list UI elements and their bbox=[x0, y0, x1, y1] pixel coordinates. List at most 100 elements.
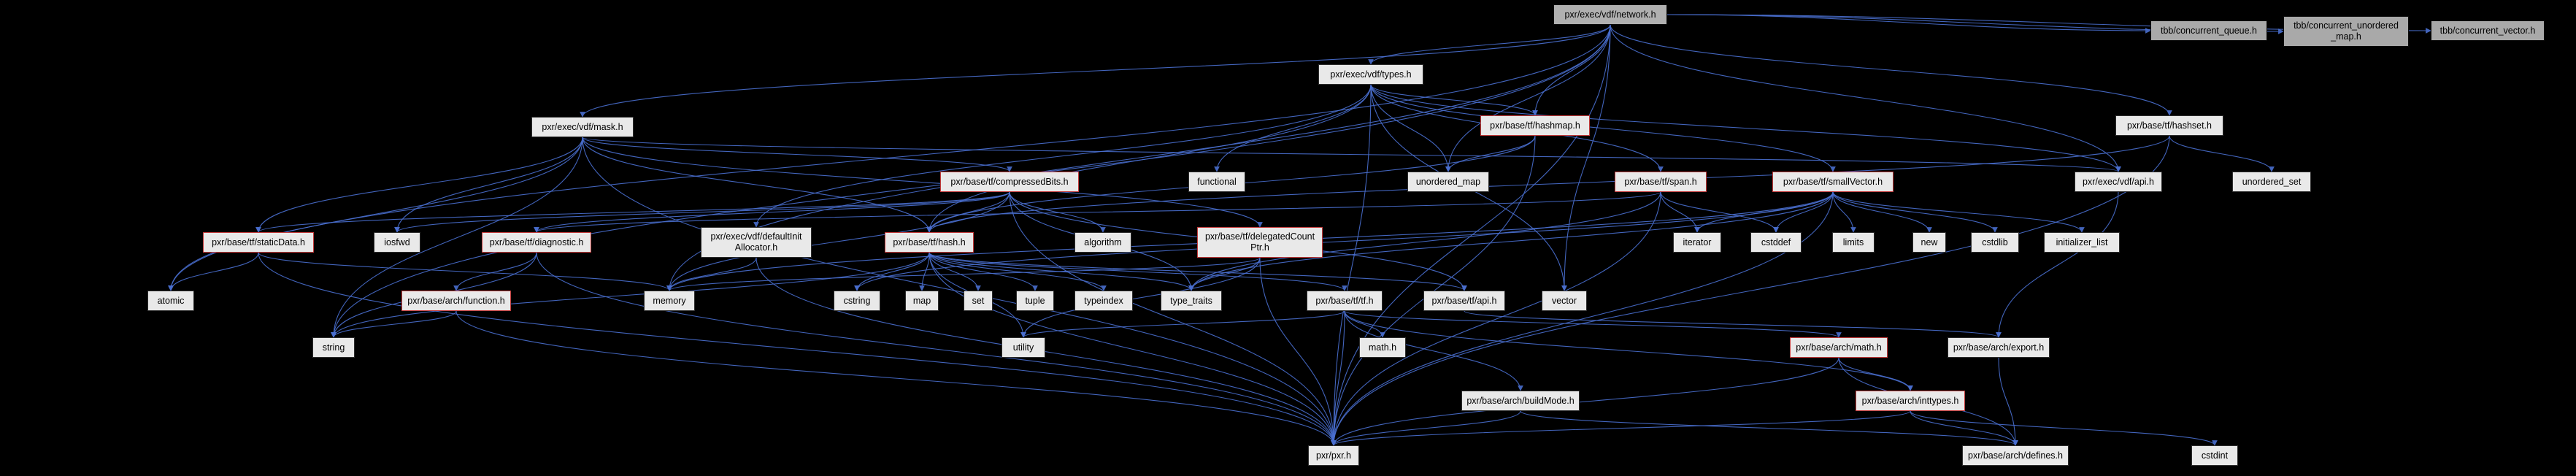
include-edge-vdf_api-arch_export bbox=[1996, 191, 2119, 338]
include-edge-types-smallVector bbox=[1370, 84, 1836, 172]
include-edge-hashmap-unordered_map bbox=[1445, 135, 1536, 172]
include-edge-diagnostic-pxr_h bbox=[536, 252, 1337, 446]
node-hashmap[interactable]: pxr/base/tf/hashmap.h bbox=[1480, 115, 1590, 136]
node-mask[interactable]: pxr/exec/vdf/mask.h bbox=[531, 117, 634, 137]
include-edge-diagnostic-arch_function bbox=[453, 252, 537, 291]
include-edge-hashset-hash bbox=[926, 135, 2170, 233]
include-edge-inttypes-arch_defines bbox=[1910, 410, 2018, 446]
node-vector[interactable]: vector bbox=[1542, 291, 1587, 311]
node-init_list[interactable]: initializer_list bbox=[2044, 232, 2120, 253]
node-limits[interactable]: limits bbox=[1832, 232, 1875, 253]
include-edge-types-hashmap bbox=[1370, 84, 1538, 116]
node-cstddef[interactable]: cstddef bbox=[1750, 232, 1802, 253]
include-edge-mask-vdf_api bbox=[582, 137, 2121, 172]
include-edge-delegated-type_traits bbox=[1188, 257, 1261, 291]
node-tf_tf[interactable]: pxr/base/tf/tf.h bbox=[1307, 291, 1383, 311]
include-edge-network-vdf_api bbox=[1610, 24, 2121, 172]
include-edge-hash-tf_api bbox=[928, 252, 1467, 291]
node-tbb_queue[interactable]: tbb/concurrent_queue.h bbox=[2150, 20, 2267, 41]
include-edge-compressedBits-iosfwd bbox=[394, 191, 1010, 233]
include-edge-network-types bbox=[1368, 24, 1611, 65]
include-edge-span-iterator bbox=[1660, 191, 1700, 233]
node-types[interactable]: pxr/exec/vdf/types.h bbox=[1318, 64, 1423, 85]
include-edge-delegated-memory bbox=[666, 257, 1261, 291]
node-span[interactable]: pxr/base/tf/span.h bbox=[1615, 172, 1707, 192]
include-edge-network-pxr_h bbox=[1331, 24, 1611, 446]
include-edge-delegated-pxr_h bbox=[1259, 257, 1337, 446]
include-edge-defaultInit-memory bbox=[666, 257, 757, 291]
node-buildMode[interactable]: pxr/base/arch/buildMode.h bbox=[1461, 391, 1580, 411]
node-atomic[interactable]: atomic bbox=[147, 291, 194, 311]
node-math_h[interactable]: math.h bbox=[1359, 337, 1406, 358]
node-string[interactable]: string bbox=[312, 337, 355, 358]
include-edge-types-unordered_map bbox=[1370, 84, 1451, 172]
node-map[interactable]: map bbox=[905, 291, 939, 311]
include-edge-smallVector-cstdlib bbox=[1832, 191, 1998, 233]
node-new_[interactable]: new bbox=[1912, 232, 1946, 253]
node-typeindex[interactable]: typeindex bbox=[1074, 291, 1133, 311]
node-tf_api[interactable]: pxr/base/tf/api.h bbox=[1423, 291, 1505, 311]
node-tbb_umap[interactable]: tbb/concurrent_unordered _map.h bbox=[2283, 16, 2409, 47]
include-edge-smallVector-new_ bbox=[1832, 191, 1932, 233]
node-staticData[interactable]: pxr/base/tf/staticData.h bbox=[203, 232, 314, 253]
node-iterator[interactable]: iterator bbox=[1673, 232, 1721, 253]
include-edge-span-cstddef bbox=[1660, 191, 1779, 233]
include-edge-tf_tf-utility bbox=[1020, 310, 1345, 338]
include-edge-network-tbb_queue bbox=[1666, 14, 2151, 34]
node-unordered_set[interactable]: unordered_set bbox=[2232, 172, 2311, 192]
include-edge-types-defaultInit bbox=[753, 84, 1372, 228]
node-arch_export[interactable]: pxr/base/arch/export.h bbox=[1948, 337, 2050, 358]
include-edge-compressedBits-hash bbox=[926, 191, 1010, 233]
include-edge-tf_tf-arch_math bbox=[1344, 310, 1842, 338]
node-pxr_h[interactable]: pxr/pxr.h bbox=[1308, 445, 1359, 466]
node-unordered_map[interactable]: unordered_map bbox=[1407, 172, 1489, 192]
include-edge-hash-type_traits bbox=[928, 252, 1194, 291]
node-iosfwd[interactable]: iosfwd bbox=[374, 232, 420, 253]
node-cstdint[interactable]: cstdint bbox=[2191, 445, 2238, 466]
include-edge-staticData-pxr_h bbox=[258, 252, 1337, 446]
node-memory[interactable]: memory bbox=[644, 291, 695, 311]
include-edge-arch_export-arch_defines bbox=[1998, 357, 2018, 446]
include-edge-staticData-memory bbox=[258, 252, 672, 291]
include-edge-hash-pxr_h bbox=[928, 252, 1337, 446]
node-network[interactable]: pxr/exec/vdf/network.h bbox=[1553, 4, 1667, 25]
include-edge-mask-atomic bbox=[168, 137, 583, 291]
include-edge-mask-staticData bbox=[255, 137, 583, 233]
node-inttypes[interactable]: pxr/base/arch/inttypes.h bbox=[1856, 391, 1965, 411]
include-edge-hash-set bbox=[928, 252, 981, 291]
include-edge-network-mask bbox=[580, 24, 1611, 118]
node-vdf_api[interactable]: pxr/exec/vdf/api.h bbox=[2075, 172, 2162, 192]
include-edge-network-vector bbox=[1561, 24, 1611, 291]
node-tuple[interactable]: tuple bbox=[1016, 291, 1054, 311]
node-arch_function[interactable]: pxr/base/arch/function.h bbox=[401, 291, 511, 311]
node-tbb_vector[interactable]: tbb/concurrent_vector.h bbox=[2431, 20, 2545, 41]
node-set[interactable]: set bbox=[964, 291, 993, 311]
include-edge-arch_function-pxr_h bbox=[455, 310, 1337, 446]
include-edge-staticData-atomic bbox=[168, 252, 259, 291]
node-type_traits[interactable]: type_traits bbox=[1161, 291, 1222, 311]
include-edge-span-diagnostic bbox=[534, 191, 1661, 233]
node-functional[interactable]: functional bbox=[1188, 172, 1245, 192]
node-arch_math[interactable]: pxr/base/arch/math.h bbox=[1790, 337, 1888, 358]
node-utility[interactable]: utility bbox=[1001, 337, 1045, 358]
node-smallVector[interactable]: pxr/base/tf/smallVector.h bbox=[1772, 172, 1893, 192]
node-defaultInit[interactable]: pxr/exec/vdf/defaultInit Allocator.h bbox=[701, 227, 812, 258]
node-hashset[interactable]: pxr/base/tf/hashset.h bbox=[2115, 115, 2223, 136]
node-algorithm[interactable]: algorithm bbox=[1074, 232, 1131, 253]
node-compressedBits[interactable]: pxr/base/tf/compressedBits.h bbox=[940, 172, 1079, 192]
node-delegated[interactable]: pxr/base/tf/delegatedCount Ptr.h bbox=[1197, 227, 1323, 258]
node-cstdlib[interactable]: cstdlib bbox=[1971, 232, 2019, 253]
node-arch_defines[interactable]: pxr/base/arch/defines.h bbox=[1962, 445, 2069, 466]
include-edge-mask-compressedBits bbox=[582, 137, 1012, 172]
node-cstring[interactable]: cstring bbox=[834, 291, 880, 311]
include-edge-delegated-utility bbox=[1020, 257, 1261, 338]
include-edge-compressedBits-staticData bbox=[255, 191, 1010, 233]
include-edge-inttypes-cstdint bbox=[1910, 410, 2218, 446]
include-edge-hash-tf_tf bbox=[928, 252, 1347, 291]
include-edge-arch_math-pxr_h bbox=[1331, 357, 1839, 446]
node-hash[interactable]: pxr/base/tf/hash.h bbox=[885, 232, 974, 253]
include-edge-compressedBits-diagnostic bbox=[534, 191, 1010, 233]
node-diagnostic[interactable]: pxr/base/tf/diagnostic.h bbox=[482, 232, 591, 253]
include-edge-mask-iosfwd bbox=[394, 137, 583, 233]
include-edge-network-hashset bbox=[1610, 24, 2172, 116]
